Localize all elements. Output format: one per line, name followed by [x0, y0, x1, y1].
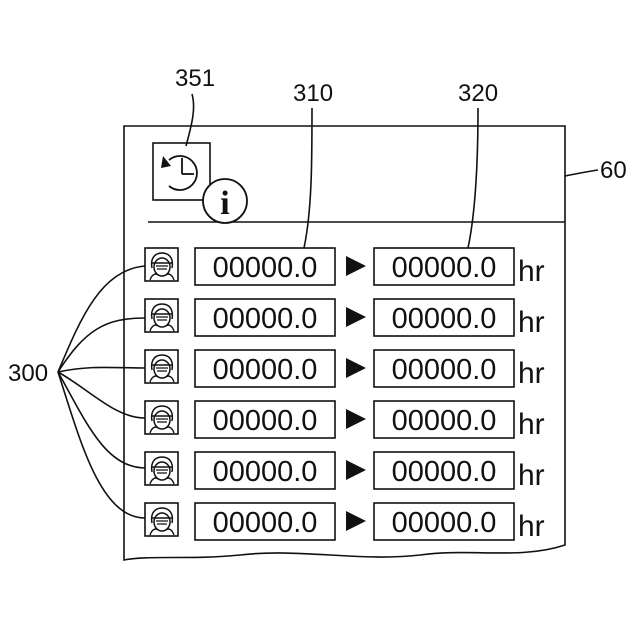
hours-unit-label: hr: [518, 459, 545, 492]
hours-unit-label: hr: [518, 255, 545, 288]
hours-unit-label: hr: [518, 306, 545, 339]
after-hours-value: 00000.0: [392, 252, 497, 284]
before-hours-value: 00000.0: [213, 303, 318, 335]
clock-history-icon[interactable]: [153, 143, 210, 200]
callout-320: 320: [458, 80, 498, 107]
callout-60: 60: [600, 157, 627, 184]
worker-helmet-icon[interactable]: [145, 401, 178, 434]
before-hours-value: 00000.0: [213, 405, 318, 437]
after-hours-value: 00000.0: [392, 405, 497, 437]
before-hours-value: 00000.0: [213, 456, 318, 488]
worker-helmet-icon[interactable]: [145, 248, 178, 281]
before-hours-value: 00000.0: [213, 354, 318, 386]
hours-unit-label: hr: [518, 357, 545, 390]
worker-helmet-icon[interactable]: [145, 452, 178, 485]
worker-helmet-icon[interactable]: [145, 299, 178, 332]
after-hours-value: 00000.0: [392, 456, 497, 488]
before-hours-value: 00000.0: [213, 252, 318, 284]
callout-310: 310: [293, 80, 333, 107]
hours-unit-label: hr: [518, 408, 545, 441]
hours-unit-label: hr: [518, 510, 545, 543]
after-hours-value: 00000.0: [392, 507, 497, 539]
info-glyph: i: [220, 185, 229, 222]
worker-helmet-icon[interactable]: [145, 350, 178, 383]
after-hours-value: 00000.0: [392, 354, 497, 386]
callout-300: 300: [8, 360, 48, 387]
worker-helmet-icon[interactable]: [145, 503, 178, 536]
info-icon[interactable]: i: [203, 179, 247, 223]
after-hours-value: 00000.0: [392, 303, 497, 335]
callout-351: 351: [175, 65, 215, 92]
before-hours-value: 00000.0: [213, 507, 318, 539]
